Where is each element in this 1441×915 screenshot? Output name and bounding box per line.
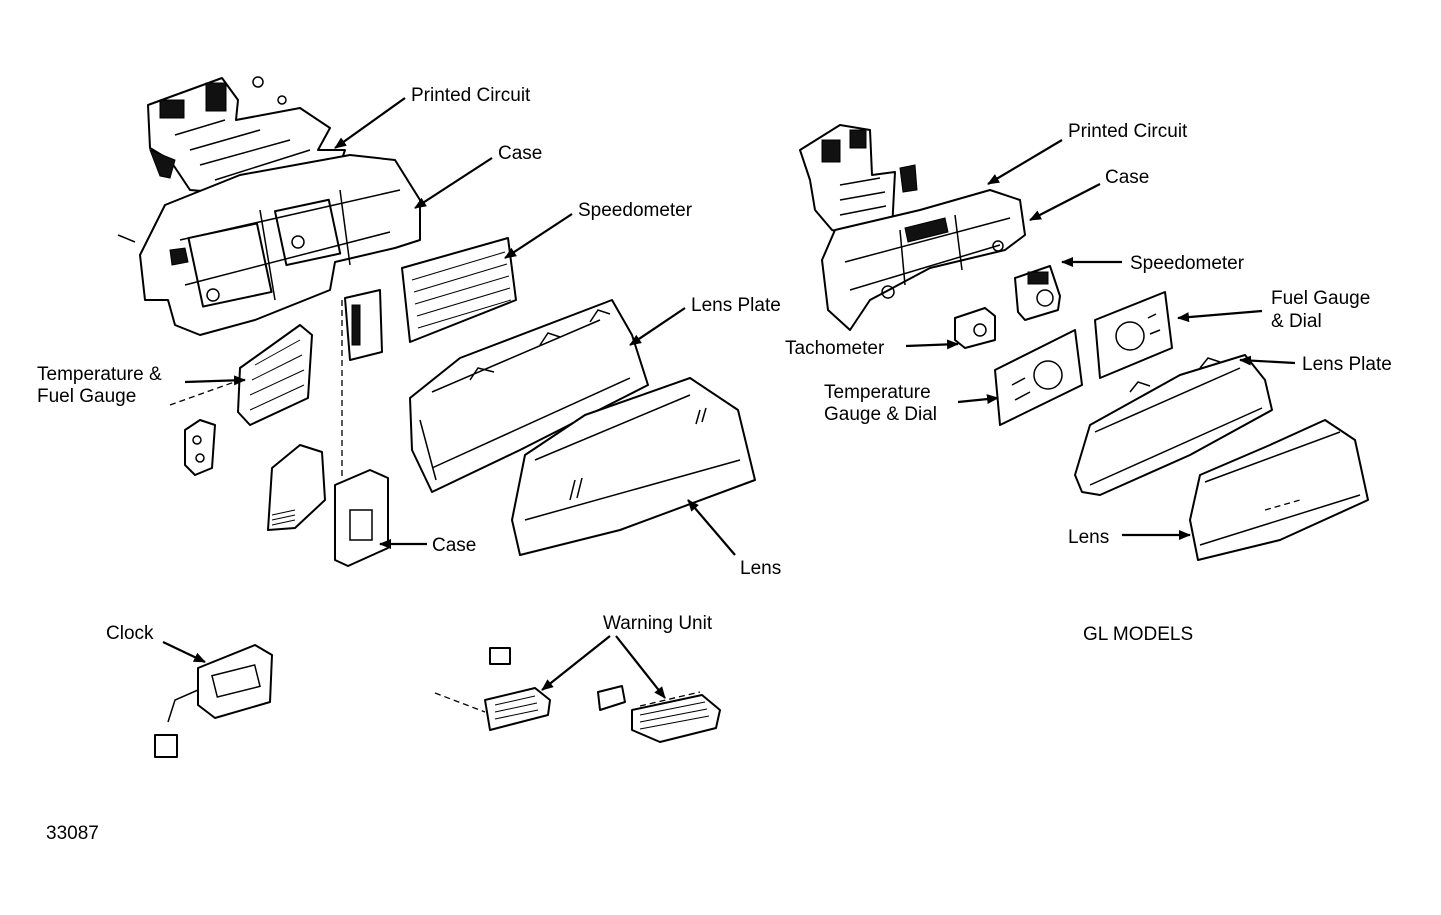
- label-right-fuel-gauge-line1: Fuel Gauge: [1271, 288, 1370, 309]
- label-left-case-top: Case: [498, 143, 542, 164]
- right-fuel-gauge-dial-drawing: [1094, 291, 1173, 379]
- label-left-lens-plate: Lens Plate: [691, 295, 781, 316]
- label-left-temperature-fuel-line2: Fuel Gauge: [37, 386, 136, 407]
- left-temperature-fuel-gauge-drawing: [184, 324, 313, 476]
- right-lens-drawing: [1189, 419, 1369, 561]
- label-left-case-bottom: Case: [432, 535, 476, 556]
- label-right-tachometer: Tachometer: [785, 338, 885, 359]
- leader-lines: [162, 97, 1296, 699]
- left-lens-drawing: [511, 377, 756, 556]
- label-left-speedometer: Speedometer: [578, 200, 693, 221]
- label-left-printed-circuit: Printed Circuit: [411, 85, 531, 106]
- left-speedometer-drawing: [344, 237, 517, 361]
- warning-unit-drawing: [434, 647, 721, 743]
- right-case-drawing: [821, 189, 1026, 331]
- right-temperature-gauge-dial-drawing: [994, 329, 1083, 426]
- label-left-lens: Lens: [740, 558, 781, 579]
- figure-number: 33087: [46, 823, 99, 844]
- left-lens-plate-drawing: [409, 299, 649, 493]
- label-right-case: Case: [1105, 167, 1149, 188]
- right-speedometer-drawing: [1014, 265, 1061, 321]
- label-right-speedometer: Speedometer: [1130, 253, 1245, 274]
- left-case-drawing: [117, 154, 421, 336]
- label-right-temperature-line2: Gauge & Dial: [824, 404, 937, 425]
- label-left-temperature-fuel-line1: Temperature &: [37, 364, 162, 385]
- label-right-fuel-gauge-line2: & Dial: [1271, 311, 1322, 332]
- label-right-temperature-line1: Temperature: [824, 382, 931, 403]
- label-clock: Clock: [106, 623, 154, 644]
- left-lower-case-drawing: [169, 300, 389, 567]
- label-right-printed-circuit: Printed Circuit: [1068, 121, 1188, 142]
- label-right-lens: Lens: [1068, 527, 1109, 548]
- label-right-lens-plate: Lens Plate: [1302, 354, 1392, 375]
- section-label-gl-models: GL MODELS: [1083, 624, 1193, 645]
- label-warning-unit: Warning Unit: [603, 613, 713, 634]
- clock-drawing: [154, 644, 273, 758]
- right-tachometer-drawing: [954, 307, 996, 349]
- right-lens-plate-drawing: [1074, 354, 1273, 496]
